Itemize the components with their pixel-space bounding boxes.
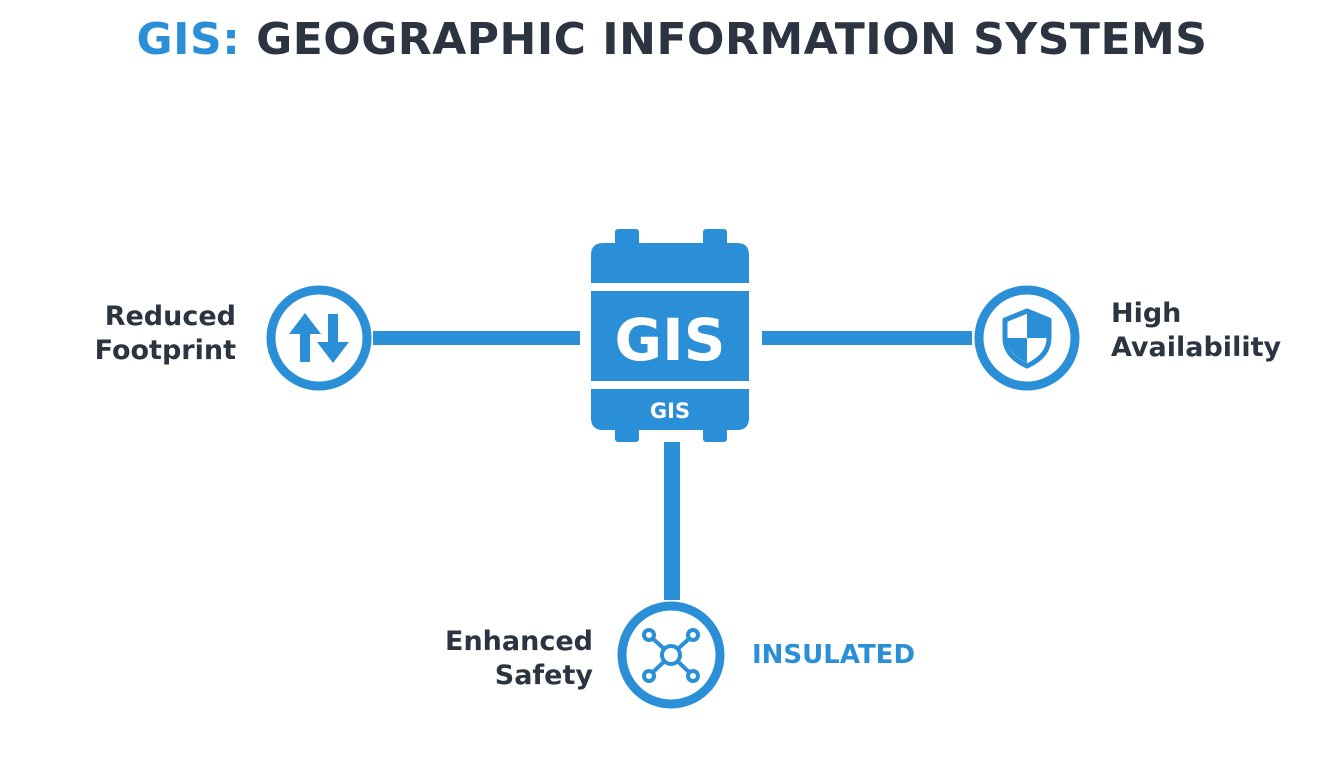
label-line: Footprint [94, 335, 236, 366]
node-high-availability [974, 285, 1080, 391]
label-line: Safety [494, 660, 593, 691]
title-accent: GIS: [136, 14, 241, 65]
up-down-arrows-icon [289, 313, 349, 363]
module-main-label: GIS [615, 306, 726, 374]
label-line: Availability [1111, 332, 1282, 363]
node-reduced-footprint [266, 285, 372, 391]
label-line: High [1111, 298, 1182, 329]
module-sub-label: GIS [650, 399, 690, 423]
label-high-availability: High Availability [1111, 297, 1281, 365]
node-enhanced-safety [617, 601, 725, 709]
gis-module: GIS GIS [591, 229, 749, 442]
title-rest: GEOGRAPHIC INFORMATION SYSTEMS [240, 14, 1208, 65]
label-line: Enhanced [445, 626, 593, 657]
label-enhanced-safety: Enhanced Safety [440, 625, 593, 693]
label-line: Reduced [104, 301, 236, 332]
network-hub-icon [642, 628, 700, 683]
label-reduced-footprint: Reduced Footprint [90, 300, 236, 368]
shield-icon [1002, 308, 1052, 369]
label-insulated: INSULATED [752, 640, 916, 670]
page-title: GIS: GEOGRAPHIC INFORMATION SYSTEMS [0, 14, 1344, 65]
